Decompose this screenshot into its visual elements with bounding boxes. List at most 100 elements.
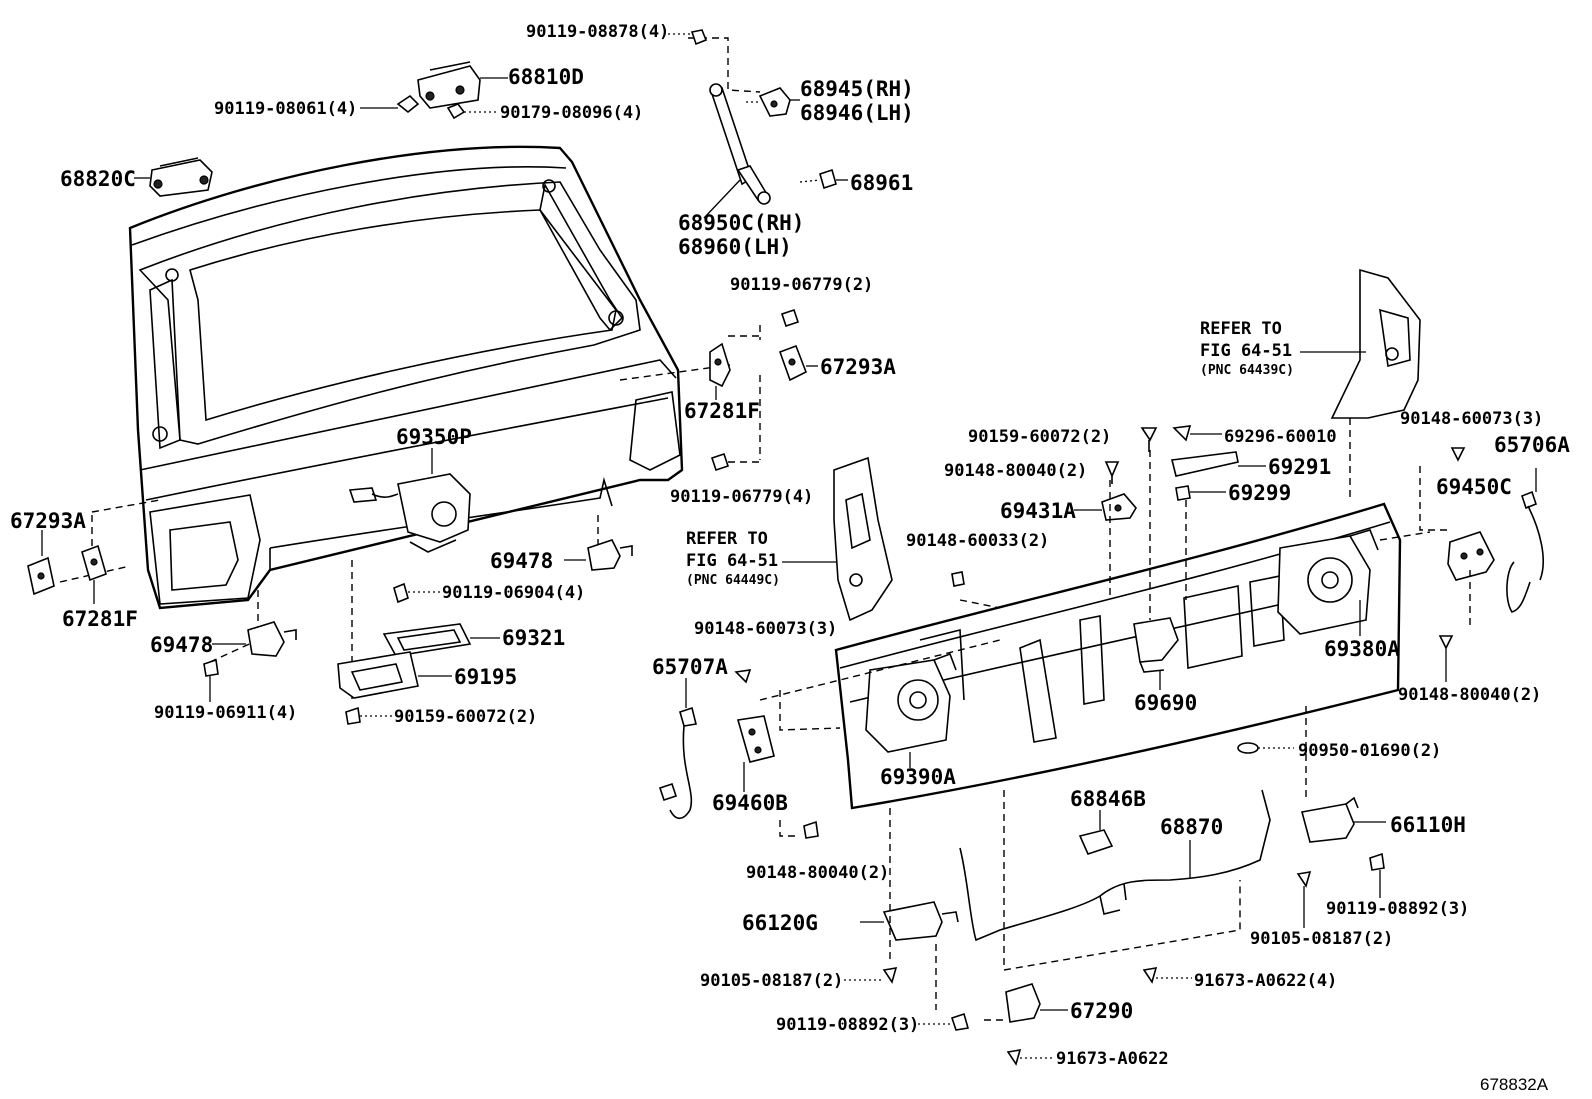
label-90148-60073-left: 90148-60073(3) <box>694 619 837 639</box>
label-68820c: 68820C <box>60 167 136 191</box>
label-69450c: 69450C <box>1436 475 1512 499</box>
label-90119-08892-left: 90119-08892(3) <box>776 1015 919 1035</box>
screw-90119-06779-2 <box>780 308 800 328</box>
screw-69296-60010 <box>1172 425 1222 442</box>
ref-right-line1: REFER TO <box>1200 319 1282 339</box>
label-90179-08096: 90179-08096(4) <box>500 103 643 123</box>
switch-66120g <box>860 901 959 941</box>
bolt-91673-a0622-4 <box>1142 967 1192 984</box>
label-90119-06904: 90119-06904(4) <box>442 583 585 603</box>
label-90105-08187-left: 90105-08187(2) <box>700 971 843 991</box>
label-69690: 69690 <box>1134 691 1197 715</box>
ref-left-line1: REFER TO <box>686 529 768 549</box>
label-69390a: 69390A <box>880 765 956 789</box>
cushion-67281f-right <box>709 342 731 400</box>
label-90159-60072-left: 90159-60072(2) <box>394 707 537 727</box>
switch-69478-right <box>564 539 633 571</box>
screw-90119-06911 <box>203 658 219 702</box>
label-67293a-left: 67293A <box>10 509 86 533</box>
screw-90148-80040-right <box>1438 635 1454 682</box>
label-91673-a0622: 91673-A0622 <box>1056 1049 1169 1069</box>
lock-69390a <box>865 652 957 768</box>
label-67293a-right: 67293A <box>820 355 896 379</box>
bolt-90119-08892-right <box>1369 852 1385 898</box>
bolt-90119-08892-left <box>918 1012 970 1031</box>
label-90148-60033: 90148-60033(2) <box>906 531 1049 551</box>
label-69431a: 69431A <box>1000 499 1076 523</box>
wire-harness-68870 <box>959 789 1271 942</box>
label-68945: 68945(RH) <box>800 77 914 101</box>
label-90148-60073-right: 90148-60073(3) <box>1400 409 1543 429</box>
diagram-id: 678832A <box>1480 1075 1549 1094</box>
label-69350p: 69350P <box>396 425 472 449</box>
label-69460b: 69460B <box>712 791 788 815</box>
screw-90159-60072-left <box>345 706 392 725</box>
label-66110h: 66110H <box>1390 813 1466 837</box>
label-69291: 69291 <box>1268 455 1331 479</box>
label-69321: 69321 <box>502 626 565 650</box>
label-68870: 68870 <box>1160 815 1223 839</box>
label-68846b: 68846B <box>1070 787 1146 811</box>
bracket-69431a <box>1074 493 1137 521</box>
screw-90148-60073-left <box>734 669 752 684</box>
label-90148-80040-top: 90148-80040(2) <box>944 461 1087 481</box>
bolt-90105-08187-left <box>844 967 898 984</box>
handle-69291 <box>1171 451 1266 477</box>
bolt-90105-08187-right <box>1296 871 1312 928</box>
label-90119-06911: 90119-06911(4) <box>154 703 297 723</box>
bracket-68945 <box>746 87 800 117</box>
nut-69299 <box>1175 485 1226 501</box>
label-68950c: 68950C(RH) <box>678 211 804 235</box>
label-66120g: 66120G <box>742 911 818 935</box>
label-90148-80040-bottom: 90148-80040(2) <box>746 863 889 883</box>
ref-right-line3: (PNC 64439C) <box>1200 363 1294 378</box>
reference-note-left: REFER TO FIG 64-51 (PNC 64449C) <box>686 529 836 588</box>
clip-68961 <box>799 168 848 190</box>
label-67290: 67290 <box>1070 999 1133 1023</box>
striker-69450c <box>1447 531 1495 581</box>
screw-90148-80040-bottom <box>803 820 819 839</box>
screw-90119-06904 <box>393 582 440 604</box>
label-69380a: 69380A <box>1324 637 1400 661</box>
label-68810d: 68810D <box>508 65 584 89</box>
frame-piece-64449c <box>833 456 893 622</box>
ref-left-line3: (PNC 64449C) <box>686 573 780 588</box>
screw-90148-60073-right <box>1450 447 1466 462</box>
label-69195: 69195 <box>454 665 517 689</box>
label-68960: 68960(LH) <box>678 235 792 259</box>
reference-note-right: REFER TO FIG 64-51 (PNC 64439C) <box>1200 319 1366 378</box>
label-90159-60072-right: 90159-60072(2) <box>968 427 1111 447</box>
cushion-67293a-right <box>778 344 818 382</box>
screw-90148-60033 <box>951 571 965 587</box>
bolt-90119-08061 <box>360 94 420 114</box>
grommet-90950-01690 <box>1237 742 1294 754</box>
bracket-67290 <box>1005 983 1068 1023</box>
bolt-91673-a0622 <box>1006 1049 1054 1066</box>
screw-90159-60072-right <box>1140 427 1158 452</box>
sensor-65706a <box>1506 468 1544 613</box>
part-labels: 90119-08878(4) 68810D 90119-08061(4) 901… <box>10 22 1570 1069</box>
ref-right-line2: FIG 64-51 <box>1200 341 1292 361</box>
label-67281f-right: 67281F <box>684 399 760 423</box>
label-90119-08892-right: 90119-08892(3) <box>1326 899 1469 919</box>
switch-66110h <box>1301 796 1386 843</box>
lock-assembly-69350p <box>348 448 471 553</box>
screw-90148-80040-top <box>1104 461 1120 484</box>
switch-69478-left <box>212 621 297 657</box>
back-door-upper-panel <box>128 145 684 610</box>
frame-piece-64439c <box>1330 268 1421 419</box>
label-90119-06779-2: 90119-06779(2) <box>730 275 873 295</box>
clamp-68846b <box>1078 810 1114 855</box>
label-90119-06779-4: 90119-06779(4) <box>670 487 813 507</box>
label-90119-08878: 90119-08878(4) <box>526 22 669 42</box>
lock-69380a <box>1277 529 1379 636</box>
cushion-67281f-left <box>81 544 107 604</box>
label-90950-01690: 90950-01690(2) <box>1298 741 1441 761</box>
ref-left-line2: FIG 64-51 <box>686 551 778 571</box>
damper-68820c <box>134 157 213 197</box>
label-69296-60010: 69296-60010 <box>1224 427 1337 447</box>
label-90105-08187-right: 90105-08187(2) <box>1250 929 1393 949</box>
back-door-stay <box>703 83 771 219</box>
label-68946: 68946(LH) <box>800 101 914 125</box>
